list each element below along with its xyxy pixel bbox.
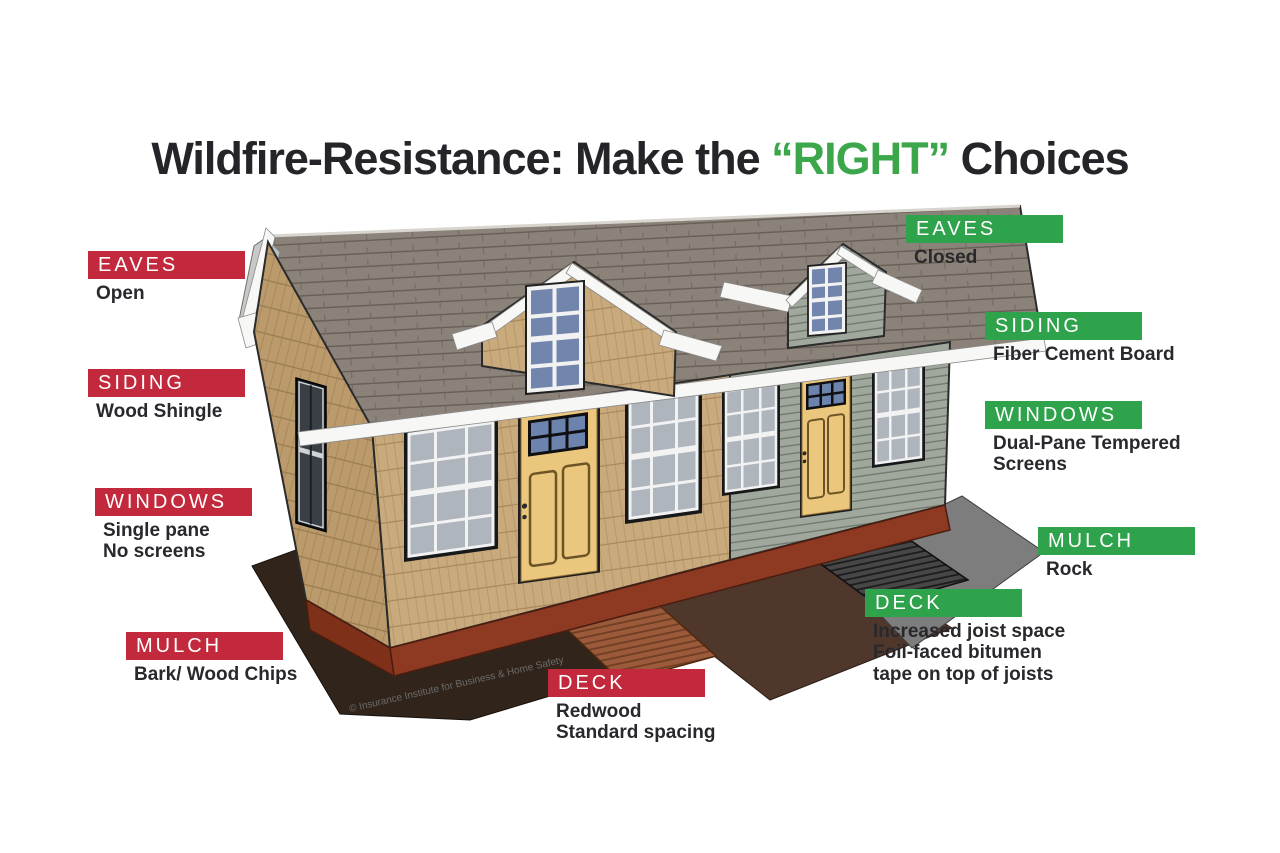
front-window-4 — [872, 360, 925, 468]
dormer-fiber-cement — [719, 242, 923, 350]
callout-siding-good: SIDING Fiber Cement Board — [985, 312, 1175, 365]
good-siding-tag: SIDING — [985, 312, 1142, 340]
callout-deck-good: DECK Increased joist space Foil-faced bi… — [865, 589, 1065, 685]
title-highlight: “RIGHT” — [771, 133, 950, 185]
callout-windows-good: WINDOWS Dual-Pane Tempered Screens — [985, 401, 1181, 476]
good-eaves-description: Closed — [914, 247, 978, 268]
callout-mulch-bad: MULCH Bark/ Wood Chips — [126, 632, 297, 685]
roof-ridge — [267, 204, 1021, 238]
good-mulch-tag: MULCH — [1038, 527, 1195, 555]
good-deck-description: Increased joist space Foil-faced bitumen… — [873, 621, 1066, 685]
good-mulch-description: Rock — [1046, 559, 1093, 580]
foundation-gable — [305, 598, 395, 678]
front-window-1 — [404, 416, 498, 562]
bad-deck-tag: DECK — [548, 669, 705, 697]
good-windows-tag: WINDOWS — [985, 401, 1142, 429]
callout-windows-bad: WINDOWS Single pane No screens — [95, 488, 252, 563]
callout-mulch-good: MULCH Rock — [1038, 527, 1195, 580]
front-window-3 — [722, 379, 780, 496]
dormer-2-closed-eave-box — [719, 281, 793, 313]
bad-deck-description: Redwood Standard spacing — [556, 701, 716, 744]
bad-windows-description: Single pane No screens — [103, 520, 210, 563]
front-window-2 — [625, 385, 702, 524]
callout-siding-bad: SIDING Wood Shingle — [88, 369, 245, 422]
bad-windows-tag: WINDOWS — [95, 488, 252, 516]
gable-window — [295, 377, 327, 533]
callout-deck-bad: DECK Redwood Standard spacing — [548, 669, 715, 744]
dormer-2-right-return — [871, 269, 923, 304]
dormer-1-left-return — [451, 321, 498, 351]
bad-siding-description: Wood Shingle — [96, 401, 223, 422]
bad-eaves-description: Open — [96, 283, 145, 304]
good-windows-description: Dual-Pane Tempered Screens — [993, 433, 1181, 476]
good-deck-tag: DECK — [865, 589, 1022, 617]
house — [237, 204, 1047, 678]
left-door — [518, 400, 600, 584]
bad-eaves-tag: EAVES — [88, 251, 245, 279]
dormer-wood-shingle — [451, 260, 723, 398]
bad-mulch-description: Bark/ Wood Chips — [134, 664, 298, 685]
dormer-2-window — [807, 261, 847, 337]
callout-eaves-bad: EAVES Open — [88, 251, 245, 304]
right-door — [800, 370, 852, 518]
title-text-before: Wildfire-Resistance: Make the — [151, 133, 772, 185]
title-text-after: Choices — [949, 133, 1130, 185]
dormer-1-window — [525, 279, 585, 396]
dormer-1-right-return — [658, 329, 723, 362]
page-title: Wildfire-Resistance: Make the “RIGHT” Ch… — [0, 133, 1280, 185]
bad-mulch-tag: MULCH — [126, 632, 283, 660]
callout-eaves-good: EAVES Closed — [906, 215, 1063, 268]
good-eaves-tag: EAVES — [906, 215, 1063, 243]
bad-siding-tag: SIDING — [88, 369, 245, 397]
good-siding-description: Fiber Cement Board — [993, 344, 1175, 365]
